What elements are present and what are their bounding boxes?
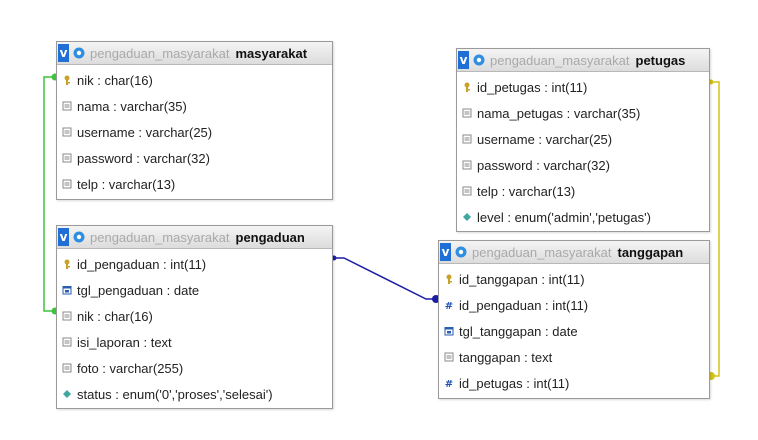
column-label: nama : varchar(35)	[77, 98, 187, 114]
column-row[interactable]: tgl_tanggapan : date	[439, 318, 709, 344]
column-label: username : varchar(25)	[77, 124, 213, 140]
date-icon	[444, 327, 454, 336]
column-label: nama_petugas : varchar(35)	[477, 105, 641, 121]
column-label: isi_laporan : text	[77, 334, 172, 350]
column-label: foto : varchar(255)	[77, 360, 184, 376]
column-list: nik : char(16) nama : varchar(35) userna…	[57, 65, 332, 197]
column-icon	[62, 363, 72, 373]
column-row[interactable]: id_petugas : int(11)	[457, 74, 709, 100]
column-row[interactable]: tgl_pengaduan : date	[57, 277, 332, 303]
table-header[interactable]: v pengaduan_masyarakat masyarakat	[57, 42, 332, 65]
column-label: tanggapan : text	[459, 349, 553, 365]
table-name: tanggapan	[617, 244, 684, 260]
toggle-columns-icon[interactable]: v	[458, 51, 469, 69]
column-label: tgl_tanggapan : date	[459, 323, 578, 339]
toggle-columns-icon[interactable]: v	[58, 228, 69, 246]
database-name: pengaduan_masyarakat	[490, 52, 630, 68]
column-label: nik : char(16)	[77, 308, 153, 324]
svg-text:#: #	[445, 379, 453, 388]
column-row[interactable]: foto : varchar(255)	[57, 355, 332, 381]
column-row[interactable]: status : enum('0','proses','selesai')	[57, 381, 332, 407]
column-label: telp : varchar(13)	[77, 176, 176, 192]
table-name: pengaduan	[235, 229, 305, 245]
column-row[interactable]: # id_pengaduan : int(11)	[439, 292, 709, 318]
column-row[interactable]: isi_laporan : text	[57, 329, 332, 355]
column-list: id_tanggapan : int(11) # id_pengaduan : …	[439, 264, 709, 396]
table-header[interactable]: v pengaduan_masyarakat tanggapan	[439, 241, 709, 264]
column-label: username : varchar(25)	[477, 131, 613, 147]
column-label: id_pengaduan : int(11)	[459, 297, 589, 313]
table-header[interactable]: v pengaduan_masyarakat petugas	[457, 49, 709, 72]
column-list: id_pengaduan : int(11) tgl_pengaduan : d…	[57, 249, 332, 407]
column-icon	[62, 179, 72, 189]
numeric-icon: #	[445, 379, 453, 388]
column-row[interactable]: nama : varchar(35)	[57, 93, 332, 119]
column-row[interactable]: nama_petugas : varchar(35)	[457, 100, 709, 126]
column-icon	[62, 311, 72, 321]
table-name: masyarakat	[235, 45, 308, 61]
column-row[interactable]: tanggapan : text	[439, 344, 709, 370]
column-label: status : enum('0','proses','selesai')	[77, 386, 273, 402]
table-header[interactable]: v pengaduan_masyarakat pengaduan	[57, 226, 332, 249]
column-icon	[62, 153, 72, 163]
column-row[interactable]: username : varchar(25)	[457, 126, 709, 152]
column-row[interactable]: telp : varchar(13)	[57, 171, 332, 197]
column-label: id_petugas : int(11)	[459, 375, 570, 391]
primary-key-icon	[64, 259, 70, 269]
relation-pengaduan-tanggapan[interactable]	[331, 255, 440, 304]
column-row[interactable]: username : varchar(25)	[57, 119, 332, 145]
database-name: pengaduan_masyarakat	[472, 244, 612, 260]
column-icon	[62, 337, 72, 347]
column-row[interactable]: id_pengaduan : int(11)	[57, 251, 332, 277]
numeric-icon: #	[445, 301, 453, 310]
toggle-columns-icon[interactable]: v	[58, 44, 69, 62]
column-icon	[462, 134, 472, 144]
column-label: id_petugas : int(11)	[477, 79, 588, 95]
date-icon	[62, 286, 72, 295]
svg-text:#: #	[445, 301, 453, 310]
table-name: petugas	[635, 52, 686, 68]
column-row[interactable]: nik : char(16)	[57, 303, 332, 329]
column-row[interactable]: password : varchar(32)	[57, 145, 332, 171]
column-row[interactable]: nik : char(16)	[57, 67, 332, 93]
column-row[interactable]: id_tanggapan : int(11)	[439, 266, 709, 292]
database-name: pengaduan_masyarakat	[90, 45, 230, 61]
enum-icon	[463, 213, 471, 221]
table-petugas[interactable]: v pengaduan_masyarakat petugas id_petuga…	[456, 48, 710, 232]
primary-key-icon	[446, 274, 452, 284]
column-icon	[462, 160, 472, 170]
column-row[interactable]: password : varchar(32)	[457, 152, 709, 178]
gear-icon[interactable]	[454, 245, 468, 259]
gear-icon[interactable]	[72, 46, 86, 60]
database-name: pengaduan_masyarakat	[90, 229, 230, 245]
toggle-columns-icon[interactable]: v	[440, 243, 451, 261]
column-row[interactable]: level : enum('admin','petugas')	[457, 204, 709, 230]
column-row[interactable]: # id_petugas : int(11)	[439, 370, 709, 396]
column-icon	[62, 101, 72, 111]
table-masyarakat[interactable]: v pengaduan_masyarakat masyarakat nik : …	[56, 41, 333, 200]
column-label: id_tanggapan : int(11)	[459, 271, 585, 287]
primary-key-icon	[464, 82, 470, 92]
column-label: id_pengaduan : int(11)	[77, 256, 207, 272]
column-label: password : varchar(32)	[77, 150, 210, 166]
table-pengaduan[interactable]: v pengaduan_masyarakat pengaduan id_peng…	[56, 225, 333, 409]
gear-icon[interactable]	[72, 230, 86, 244]
column-label: password : varchar(32)	[477, 157, 610, 173]
column-row[interactable]: telp : varchar(13)	[457, 178, 709, 204]
column-label: telp : varchar(13)	[477, 183, 576, 199]
gear-icon[interactable]	[472, 53, 486, 67]
primary-key-icon	[64, 75, 70, 85]
column-icon	[444, 352, 454, 362]
column-icon	[462, 108, 472, 118]
column-label: nik : char(16)	[77, 72, 153, 88]
enum-icon	[63, 390, 71, 398]
column-list: id_petugas : int(11) nama_petugas : varc…	[457, 72, 709, 230]
table-tanggapan[interactable]: v pengaduan_masyarakat tanggapan id_tang…	[438, 240, 710, 399]
column-icon	[462, 186, 472, 196]
column-label: level : enum('admin','petugas')	[477, 209, 651, 225]
column-label: tgl_pengaduan : date	[77, 282, 200, 298]
column-icon	[62, 127, 72, 137]
